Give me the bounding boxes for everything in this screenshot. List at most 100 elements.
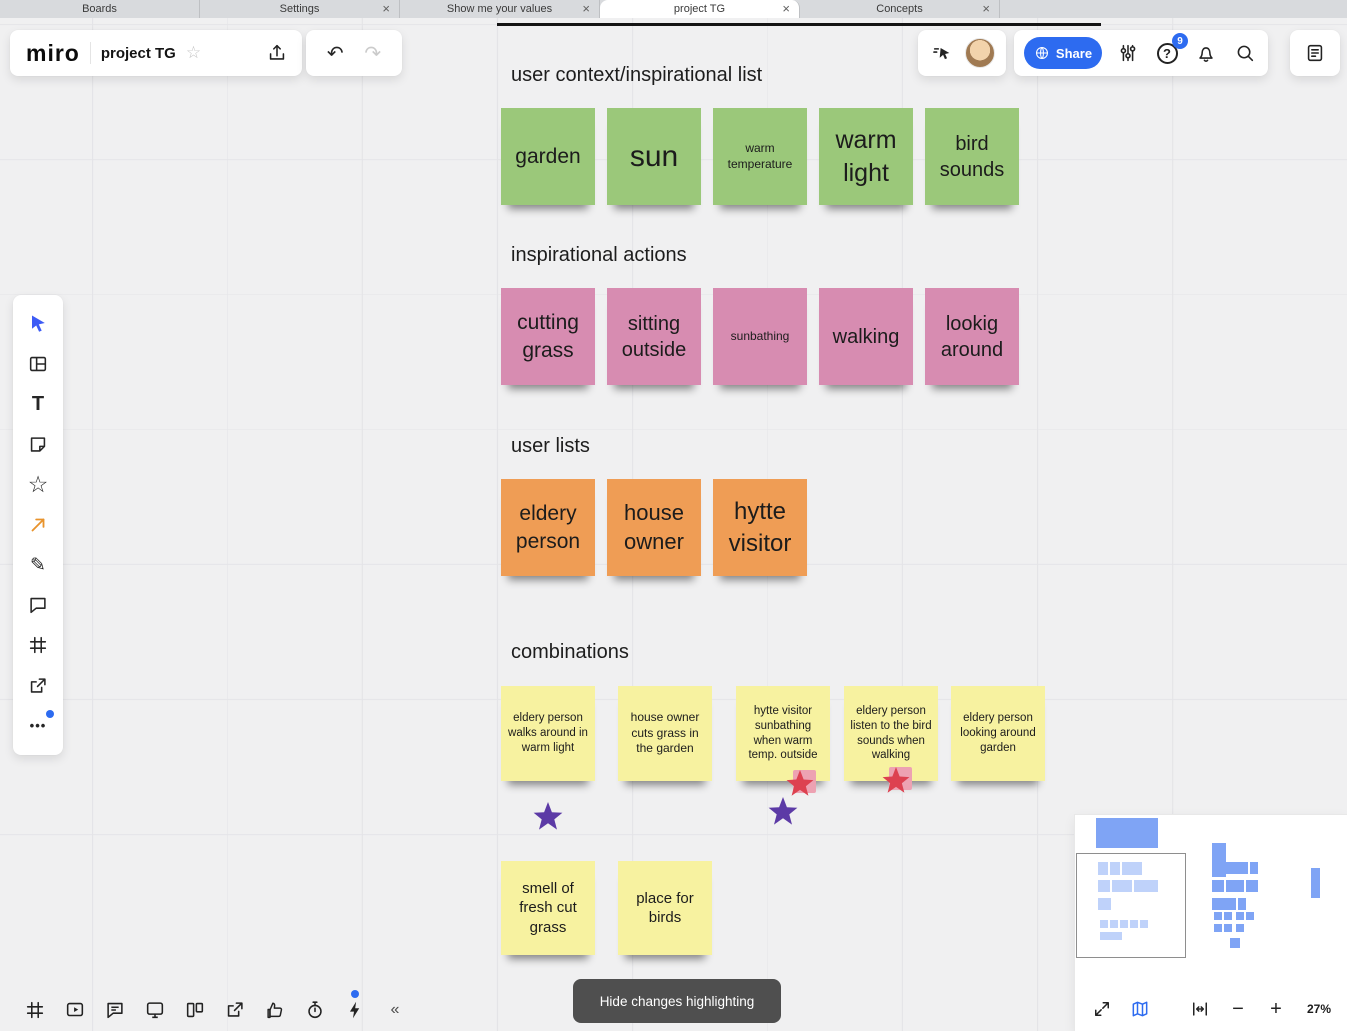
zoom-out-button[interactable]: − <box>1232 997 1244 1020</box>
minimap-panel: − + 27% <box>1075 815 1347 1031</box>
notification-dot <box>351 990 359 998</box>
sticky-note[interactable]: sitting outside <box>607 288 701 385</box>
arrow-connector-tool[interactable] <box>21 508 55 542</box>
tab-close-icon[interactable]: × <box>382 1 390 16</box>
presence-card <box>918 30 1006 76</box>
user-avatar[interactable] <box>965 38 996 68</box>
sticky-note[interactable]: walking <box>819 288 913 385</box>
section-title[interactable]: user lists <box>511 435 590 457</box>
sticky-note[interactable]: eldery person <box>501 479 595 576</box>
sticky-note[interactable]: warm light <box>819 108 913 205</box>
zoom-level[interactable]: 27% <box>1306 1002 1331 1016</box>
follow-cursor-icon[interactable] <box>929 40 955 66</box>
purple-star[interactable] <box>768 795 802 829</box>
sticky-note[interactable]: lookig around <box>925 288 1019 385</box>
sticky-note[interactable]: place for birds <box>618 861 712 955</box>
sticky-note[interactable]: eldery person listen to the bird sounds … <box>844 686 938 781</box>
collapse-toolbar-icon[interactable]: « <box>390 1001 400 1018</box>
more-tools-button[interactable]: ••• <box>21 709 55 743</box>
timer-icon[interactable] <box>302 997 328 1023</box>
templates-tool[interactable] <box>21 347 55 381</box>
frame-border <box>497 23 1101 26</box>
sticky-note[interactable]: smell of fresh cut grass <box>501 861 595 955</box>
minimap-block <box>1212 898 1236 910</box>
browser-tab[interactable]: Concepts× <box>800 0 1000 18</box>
minimap-block <box>1226 862 1248 874</box>
sticky-note[interactable]: house owner cuts grass in the garden <box>618 686 712 781</box>
sticky-note[interactable]: hytte visitor sunbathing when warm temp.… <box>736 686 830 781</box>
minimap-block <box>1096 818 1158 848</box>
sticky-note[interactable]: warm temperature <box>713 108 807 205</box>
sticky-note[interactable]: garden <box>501 108 595 205</box>
tab-close-icon[interactable]: × <box>982 1 990 16</box>
zoom-in-button[interactable]: + <box>1270 997 1282 1020</box>
minimap-block <box>1226 880 1244 892</box>
red-star[interactable] <box>882 765 916 799</box>
purple-star[interactable] <box>533 800 567 834</box>
shapes-tool[interactable]: ☆ <box>27 471 49 498</box>
minimap-block <box>1214 912 1222 920</box>
tab-close-icon[interactable]: × <box>782 1 790 16</box>
redo-button[interactable]: ↷ <box>364 42 382 65</box>
tab-label: Boards <box>82 3 117 15</box>
minimap-toggle-map-icon[interactable] <box>1127 996 1153 1022</box>
minimap-block <box>1311 868 1320 898</box>
undo-button[interactable]: ↶ <box>326 42 344 65</box>
minimap-block <box>1236 912 1244 920</box>
text-tool[interactable]: T <box>31 392 45 415</box>
notes-panel-card <box>1290 30 1340 76</box>
minimap-block <box>1246 880 1258 892</box>
sticky-note[interactable]: sunbathing <box>713 288 807 385</box>
screen-share-icon[interactable] <box>62 997 88 1023</box>
browser-tab[interactable]: project TG× <box>600 0 800 18</box>
presentation-mode-icon[interactable] <box>142 997 168 1023</box>
sticky-note[interactable]: cutting grass <box>501 288 595 385</box>
select-cursor-tool[interactable] <box>21 307 55 341</box>
notifications-bell-icon[interactable] <box>1193 40 1219 66</box>
red-star[interactable] <box>786 768 820 802</box>
sticky-note[interactable]: hytte visitor <box>713 479 807 576</box>
frame-tool[interactable] <box>21 628 55 662</box>
pen-tool[interactable]: ✎ <box>30 554 46 576</box>
comment-tool[interactable] <box>21 588 55 622</box>
kanban-cards-icon[interactable] <box>182 997 208 1023</box>
upload-tool[interactable] <box>21 669 55 703</box>
minimap-viewport[interactable] <box>1076 853 1186 958</box>
help-icon[interactable]: ? 9 <box>1154 33 1188 66</box>
zoom-to-fit-icon[interactable] <box>1187 996 1213 1022</box>
section-title[interactable]: combinations <box>511 641 629 663</box>
settings-sliders-icon[interactable] <box>1115 40 1141 66</box>
actions-card: Share ? 9 <box>1014 30 1268 76</box>
activity-lightning-icon[interactable] <box>342 990 368 1023</box>
export-panel-icon[interactable] <box>222 997 248 1023</box>
hide-changes-toast-button[interactable]: Hide changes highlighting <box>573 979 781 1023</box>
browser-tab[interactable]: Settings× <box>200 0 400 18</box>
comments-panel-icon[interactable] <box>102 997 128 1023</box>
sticky-note[interactable]: eldery person walks around in warm light <box>501 686 595 781</box>
miro-logo[interactable]: miro <box>26 39 80 66</box>
export-board-icon[interactable] <box>264 40 290 66</box>
share-label: Share <box>1055 45 1093 61</box>
section-title[interactable]: inspirational actions <box>511 244 687 266</box>
search-icon[interactable] <box>1232 40 1258 66</box>
fullscreen-expand-icon[interactable] <box>1089 996 1115 1022</box>
minimap-canvas[interactable] <box>1075 815 1347 987</box>
board-title[interactable]: project TG <box>100 44 176 62</box>
share-button[interactable]: Share <box>1024 37 1102 69</box>
browser-tab[interactable]: Show me your values× <box>400 0 600 18</box>
section-title[interactable]: user context/inspirational list <box>511 64 763 86</box>
sticky-note[interactable]: sun <box>607 108 701 205</box>
tab-close-icon[interactable]: × <box>582 1 590 16</box>
document-panel-icon[interactable] <box>1302 40 1328 66</box>
favorite-star-icon[interactable]: ☆ <box>185 43 202 62</box>
frames-panel-icon[interactable] <box>22 997 48 1023</box>
sticky-note-tool[interactable] <box>21 428 55 462</box>
browser-tab[interactable]: Boards <box>0 0 200 18</box>
reactions-thumbs-up-icon[interactable] <box>262 997 288 1023</box>
sticky-note[interactable]: bird sounds <box>925 108 1019 205</box>
more-dots: ••• <box>29 718 47 734</box>
sticky-note[interactable]: eldery person looking around garden <box>951 686 1045 781</box>
sticky-note[interactable]: house owner <box>607 479 701 576</box>
notification-dot <box>46 709 54 718</box>
